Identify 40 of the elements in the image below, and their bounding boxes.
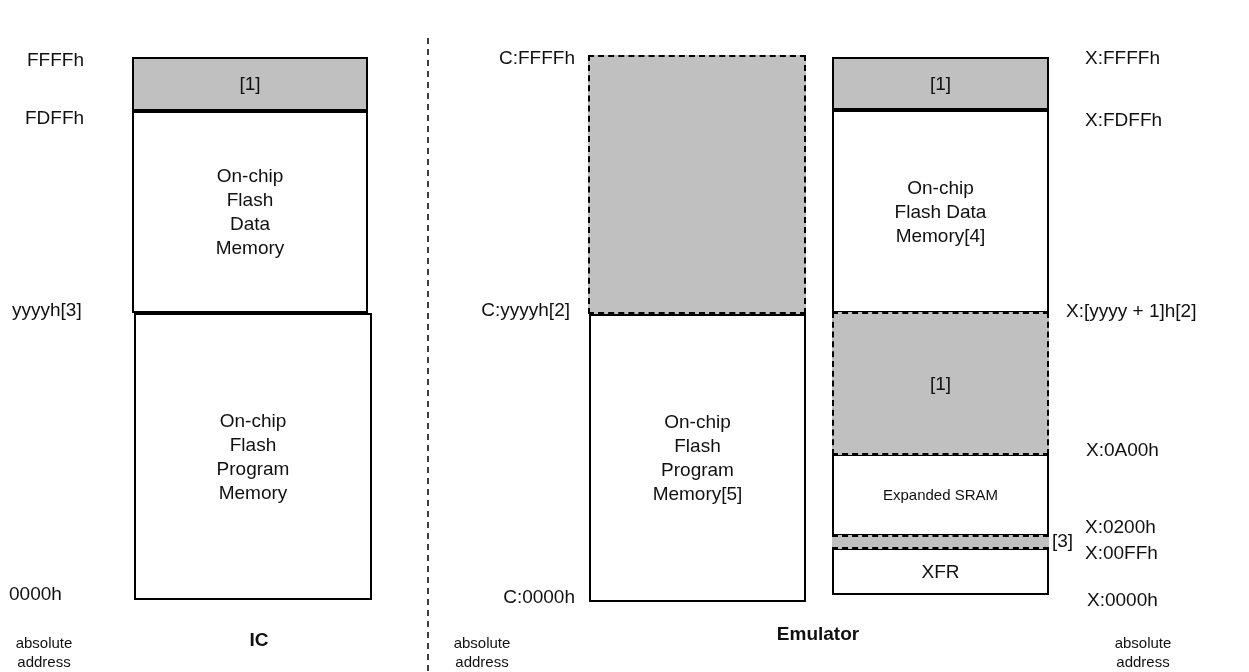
address-label: X:0000h <box>1087 589 1158 611</box>
address-label: C:0000h <box>503 586 575 608</box>
memory-region <box>832 548 1049 595</box>
region-label: On-chip Flash Program Memory[5] <box>651 410 744 506</box>
region-label: [1] <box>929 71 952 96</box>
memory-region <box>832 454 1049 536</box>
axis-caption: absolute address <box>14 633 74 671</box>
region-label: Expanded SRAM <box>882 485 999 505</box>
memory-region <box>589 314 806 602</box>
address-label: 0000h <box>9 583 62 605</box>
address-label: X:[yyyy + 1]h[2] <box>1066 300 1197 322</box>
address-label: C:yyyyh[2] <box>481 299 570 321</box>
address-label: X:0200h <box>1085 516 1156 538</box>
address-label: X:FFFFh <box>1085 47 1160 69</box>
section-title: Emulator <box>776 623 860 645</box>
region-label: On-chip Flash Program Memory <box>215 408 291 505</box>
memory-region <box>832 110 1049 313</box>
memory-region <box>134 313 372 600</box>
axis-caption: absolute address <box>452 633 512 671</box>
region-label: On-chip Flash Data Memory <box>214 164 286 260</box>
region-label: [1] <box>239 72 261 96</box>
axis-caption: absolute address <box>1113 633 1173 671</box>
section-title: IC <box>249 629 269 651</box>
memory-region <box>832 535 1049 549</box>
memory-region <box>588 55 806 314</box>
region-label: [1] <box>929 371 952 396</box>
address-label: yyyyh[3] <box>12 299 82 321</box>
address-label: C:FFFFh <box>499 47 575 69</box>
region-label: XFR <box>921 559 960 584</box>
region-label: On-chip Flash Data Memory[4] <box>894 175 987 248</box>
address-label: X:00FFh <box>1085 542 1158 564</box>
address-label: FFFFh <box>27 49 84 71</box>
note-mark: [3] <box>1052 530 1074 552</box>
memory-region <box>832 57 1049 111</box>
address-label: FDFFh <box>25 107 85 129</box>
memory-region <box>132 111 368 313</box>
address-label: X:0A00h <box>1086 439 1159 461</box>
memory-region <box>832 312 1049 455</box>
memory-region <box>132 57 368 112</box>
address-label: X:FDFFh <box>1085 109 1163 131</box>
